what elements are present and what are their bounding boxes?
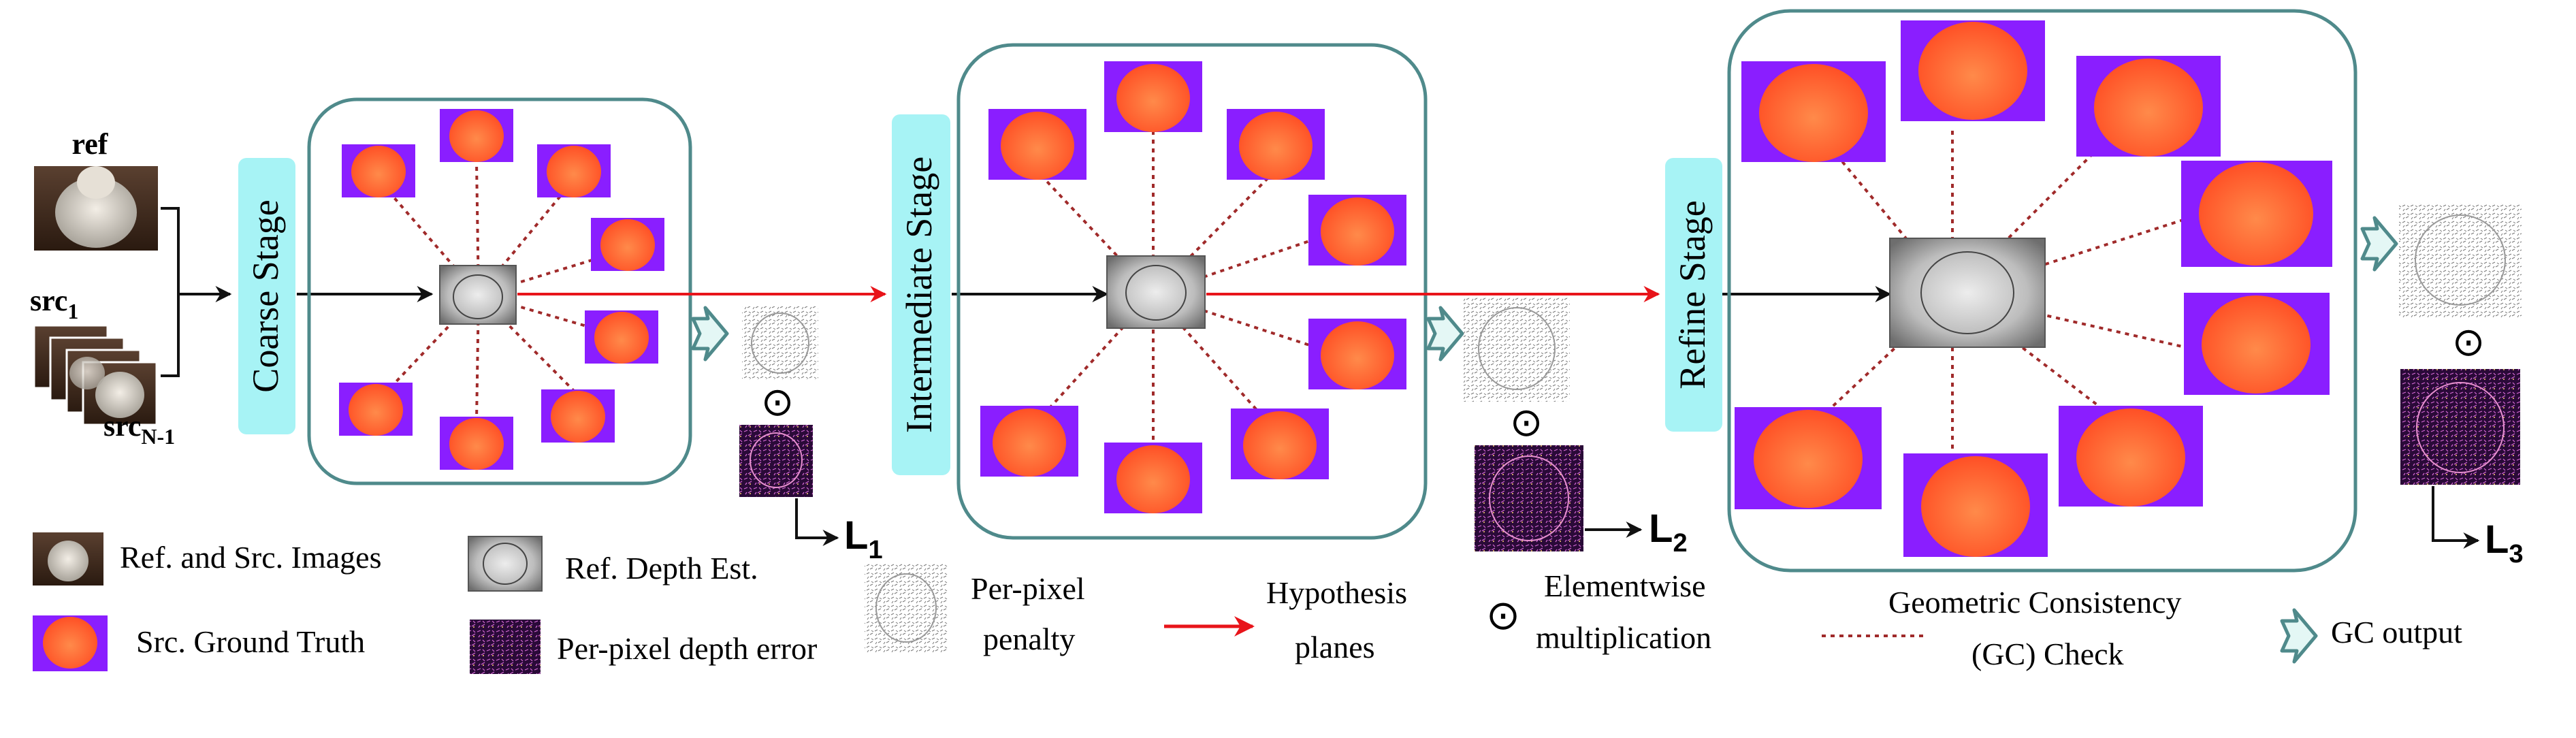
src1-label: src1 xyxy=(30,284,78,323)
legend-gc-check-text-1: Geometric Consistency xyxy=(1888,585,2182,620)
intermediate-penalty-map xyxy=(1464,297,1570,402)
legend-elementwise: ⊙ Elementwise multiplication xyxy=(1486,568,1711,655)
coarse-stage-label: Coarse Stage xyxy=(245,199,286,392)
coarse-depth-est xyxy=(439,265,517,325)
intermediate-error-map xyxy=(1475,445,1583,551)
coarse-stage-box xyxy=(307,97,692,485)
legend-elementwise-text-2: multiplication xyxy=(1536,620,1711,655)
gt-thumb xyxy=(1735,407,1882,509)
legend-penalty: Per-pixel penalty xyxy=(865,564,1085,656)
legend-gc-check: Geometric Consistency (GC) Check xyxy=(1822,585,2182,671)
gc-output-icon xyxy=(691,306,729,362)
gc-output-icon xyxy=(2360,216,2398,272)
l3-arrow xyxy=(2432,486,2480,549)
intermediate-depth-est xyxy=(1106,255,1206,329)
gt-thumb xyxy=(1104,61,1202,132)
gt-thumb xyxy=(980,406,1078,477)
loss-l2: L2 xyxy=(1649,507,1688,558)
intermediate-stage-label-bg xyxy=(892,114,950,475)
legend-gc-check-text-2: (GC) Check xyxy=(1971,637,2124,671)
srcN-label: srcN-1 xyxy=(103,409,175,449)
gt-thumb xyxy=(2181,161,2332,267)
gt-thumb xyxy=(1231,408,1329,479)
coarse-stage: Coarse Stage xyxy=(238,97,887,564)
gt-thumb xyxy=(2059,406,2203,507)
legend: Ref. and Src. Images Src. Ground Truth R… xyxy=(33,532,2462,674)
legend-hypothesis-text-2: planes xyxy=(1295,630,1375,664)
legend-ref-src-images: Ref. and Src. Images xyxy=(33,532,382,585)
legend-ref-depth: Ref. Depth Est. xyxy=(468,536,758,592)
refine-error-map xyxy=(2400,369,2520,485)
input-bracket xyxy=(161,207,230,377)
odot-coarse: ⊙ xyxy=(761,380,794,424)
legend-depth-error-text: Per-pixel depth error xyxy=(557,631,817,666)
src-image-stack xyxy=(33,324,158,426)
gt-thumb xyxy=(1308,319,1406,389)
legend-hypothesis-text-1: Hypothesis xyxy=(1266,575,1407,610)
ref-label: ref xyxy=(72,127,109,161)
legend-src-gt: Src. Ground Truth xyxy=(33,615,365,671)
gt-thumb xyxy=(1901,20,2045,121)
legend-hypothesis: Hypothesis planes xyxy=(1164,575,1407,664)
odot-intermediate: ⊙ xyxy=(1510,400,1543,445)
gt-thumb xyxy=(2184,293,2330,395)
gt-thumb xyxy=(1308,195,1406,266)
gc-output-icon xyxy=(1426,306,1464,362)
gt-thumb xyxy=(585,310,658,364)
odot-refine: ⊙ xyxy=(2452,320,2485,364)
refine-gt-images xyxy=(1735,20,2332,557)
intermediate-stage-box xyxy=(956,43,1428,540)
coarse-gt-images xyxy=(339,109,664,470)
legend-penalty-text-2: penalty xyxy=(983,622,1075,656)
gt-thumb xyxy=(1227,109,1325,180)
refine-penalty-map xyxy=(2399,203,2522,317)
legend-gc-output: GC output xyxy=(2280,608,2462,664)
gt-thumb xyxy=(440,417,513,470)
legend-gc-output-text: GC output xyxy=(2331,615,2462,649)
refine-depth-est xyxy=(1889,238,2046,348)
intermediate-stage-label: Intermediate Stage xyxy=(899,157,939,433)
legend-depth-error: Per-pixel depth error xyxy=(470,620,817,674)
gt-thumb xyxy=(541,389,615,443)
intermediate-gt-images xyxy=(980,61,1406,513)
intermediate-stage: Intermediate Stage xyxy=(892,43,1688,558)
gc-output-icon xyxy=(2280,608,2318,664)
loss-l3: L3 xyxy=(2485,517,2524,568)
gt-thumb xyxy=(342,144,415,197)
gt-thumb xyxy=(1741,61,1886,162)
gt-thumb xyxy=(440,109,513,162)
gt-thumb xyxy=(1104,443,1202,513)
gt-thumb xyxy=(2076,56,2221,157)
gt-thumb xyxy=(339,383,413,436)
legend-odot: ⊙ xyxy=(1486,592,1520,638)
legend-elementwise-text-1: Elementwise xyxy=(1544,568,1706,603)
gt-thumb xyxy=(591,218,664,271)
legend-src-gt-text: Src. Ground Truth xyxy=(136,624,365,659)
legend-ref-src-images-text: Ref. and Src. Images xyxy=(120,540,382,575)
refine-stage-label: Refine Stage xyxy=(1672,200,1713,389)
coarse-error-map xyxy=(739,425,813,497)
legend-ref-depth-text: Ref. Depth Est. xyxy=(565,551,758,585)
refine-stage-box xyxy=(1727,9,2357,573)
ref-image xyxy=(34,166,158,251)
refine-stage-label-bg xyxy=(1665,158,1722,432)
coarse-penalty-map xyxy=(742,306,818,380)
coarse-stage-label-bg xyxy=(238,158,295,434)
gt-thumb xyxy=(1903,453,2048,557)
loss-l1: L1 xyxy=(844,513,883,564)
l1-arrow xyxy=(795,498,839,546)
gt-thumb xyxy=(537,144,611,197)
legend-penalty-text-1: Per-pixel xyxy=(971,571,1085,606)
input-images: ref src1 srcN-1 xyxy=(30,127,230,449)
gt-thumb xyxy=(988,109,1086,180)
refine-stage: Refine Stage xyxy=(1665,9,2524,573)
